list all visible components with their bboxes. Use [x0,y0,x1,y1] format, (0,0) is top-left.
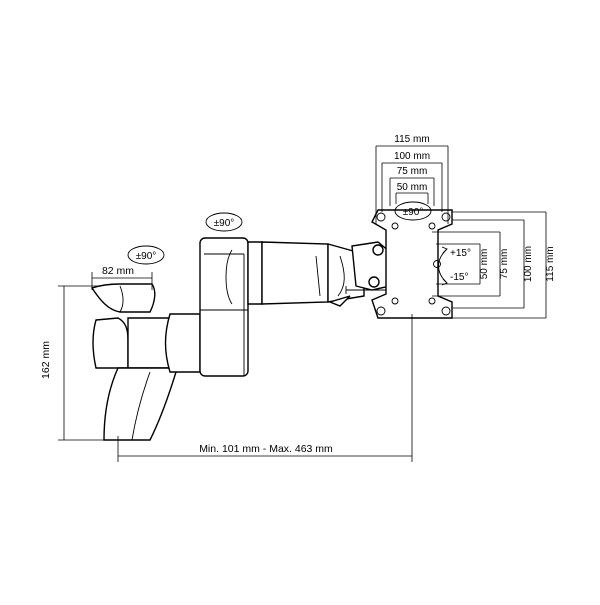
vesa-h-50-label: 50 mm [397,182,428,193]
vesa-v-50-label: 50 mm [479,249,490,280]
tilt-up-label: +15° [450,248,471,259]
tilt-down-label: -15° [450,272,468,283]
vesa-v-100-label: 100 mm [523,246,534,282]
arm-segment-1 [164,237,249,377]
vesa-horizontal-dimensions: 115 mm 100 mm 75 mm 50 mm [375,134,449,224]
rotation-badge-1: ±90° [127,245,165,265]
rotation-label-3: ±90° [403,207,424,218]
height-dimension: 162 mm [40,285,106,441]
rotation-label-2: ±90° [214,218,235,229]
arm-segment-2 [225,241,365,307]
extension-label: Min. 101 mm - Max. 463 mm [199,443,333,455]
vesa-h-75-label: 75 mm [397,166,428,177]
vesa-plate [371,209,453,319]
tilt-head [345,241,398,294]
extension-dimension: Min. 101 mm - Max. 463 mm [117,314,413,462]
height-label: 162 mm [40,341,52,379]
vesa-vertical-dimensions: 50 mm 75 mm 100 mm 115 mm [432,211,556,319]
wall-bracket [90,283,177,441]
arm-width-dimension: 82 mm [91,265,153,290]
tilt-indicator: +15° -15° [438,246,471,286]
rotation-label-1: ±90° [136,251,157,262]
arm-width-label: 82 mm [102,265,134,277]
vesa-h-100-label: 100 mm [394,151,430,162]
rotation-badge-2: ±90° [205,212,243,232]
vesa-v-75-label: 75 mm [499,249,510,280]
rotation-badge-3: ±90° [394,201,432,221]
vesa-h-115-label: 115 mm [394,134,429,145]
vesa-v-115-label: 115 mm [545,246,556,281]
